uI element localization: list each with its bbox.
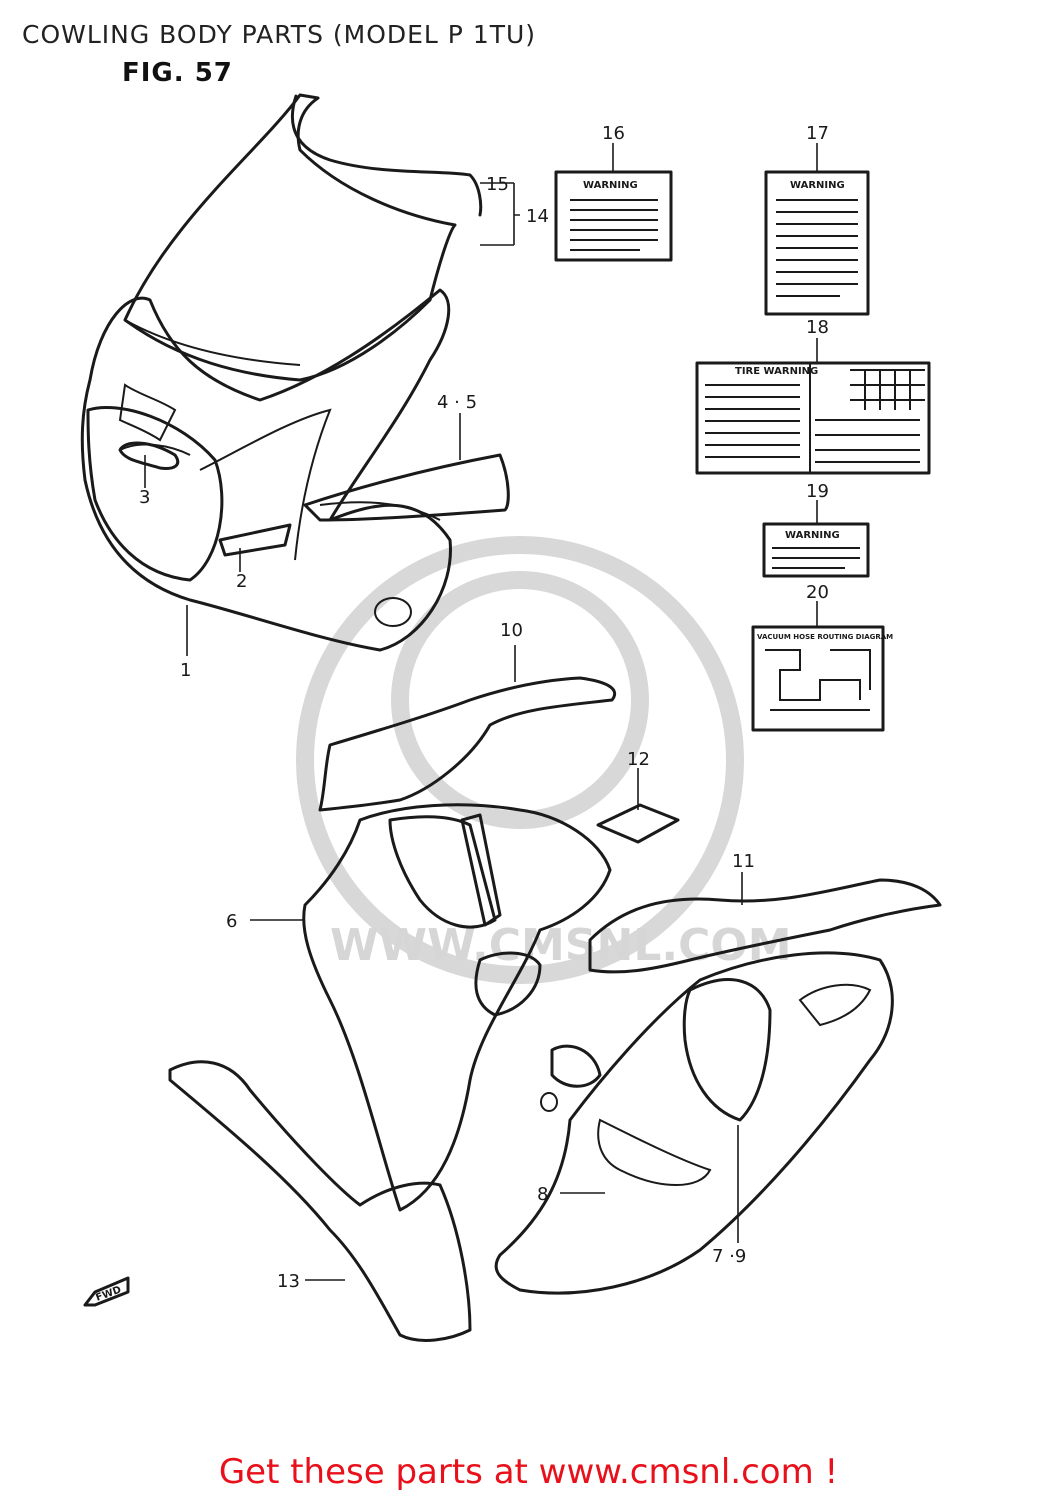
label-19-text: WARNING: [785, 530, 840, 541]
callout-14: 14: [526, 206, 549, 227]
label-17-text: WARNING: [790, 180, 845, 191]
page-title: COWLING BODY PARTS (MODEL P 1TU): [22, 20, 537, 49]
grommet-small-part[interactable]: [540, 1092, 558, 1112]
footer-cta-link[interactable]: Get these parts at www.cmsnl.com !: [218, 1452, 839, 1492]
label-18-text: TIRE WARNING: [735, 366, 818, 377]
callout-16: 16: [602, 123, 625, 144]
grommet-part[interactable]: [550, 1044, 602, 1088]
tire-label-18[interactable]: TIRE WARNING: [695, 361, 931, 475]
callout-15: 15: [486, 174, 509, 195]
callout-4-5: 4 · 5: [437, 392, 477, 413]
warning-label-19[interactable]: WARNING: [762, 522, 870, 578]
watermark-logo: WWW.CMSNL.COM: [296, 536, 792, 984]
callout-8: 8: [537, 1184, 548, 1205]
lower-cowling-part[interactable]: [494, 951, 894, 1295]
callout-18: 18: [806, 317, 829, 338]
bracket-part-11[interactable]: [588, 878, 942, 974]
leader-lines: [144, 143, 818, 1281]
callout-19: 19: [806, 481, 829, 502]
callout-3: 3: [139, 487, 150, 508]
callout-13: 13: [277, 1271, 300, 1292]
fwd-arrow-icon: FWD: [83, 1276, 130, 1307]
warning-label-16[interactable]: WARNING: [554, 170, 673, 262]
callout-7-9: 7 ·9: [712, 1246, 746, 1267]
callout-11: 11: [732, 851, 755, 872]
callout-17: 17: [806, 123, 829, 144]
garnish-part-2[interactable]: [218, 523, 292, 557]
label-20-text: VACUUM HOSE ROUTING DIAGRAM: [757, 633, 893, 641]
brace-part-10[interactable]: [318, 676, 617, 812]
label-16-text: WARNING: [583, 180, 638, 191]
callouts: 1 2 3 4 · 5 6 7 ·9 8 10 11 12 13 14 15 1…: [139, 123, 829, 1292]
callout-20: 20: [806, 582, 829, 603]
side-panel-part-13[interactable]: [168, 1060, 472, 1342]
callout-10: 10: [500, 620, 523, 641]
pad-part-12[interactable]: [596, 803, 680, 844]
windscreen-part[interactable]: [123, 93, 483, 382]
middle-cowling-part[interactable]: [302, 803, 612, 1212]
callout-1: 1: [180, 660, 191, 681]
callout-6: 6: [226, 911, 237, 932]
callout-12: 12: [627, 749, 650, 770]
watermark-text: WWW.CMSNL.COM: [330, 920, 792, 971]
figure-number: FIG. 57: [122, 58, 233, 88]
duct-part-3[interactable]: [118, 441, 180, 470]
inner-panel-part-45[interactable]: [303, 453, 510, 522]
warning-label-17[interactable]: WARNING: [764, 170, 870, 316]
callout-2: 2: [236, 571, 247, 592]
vacuum-label-20[interactable]: VACUUM HOSE ROUTING DIAGRAM: [751, 625, 893, 732]
